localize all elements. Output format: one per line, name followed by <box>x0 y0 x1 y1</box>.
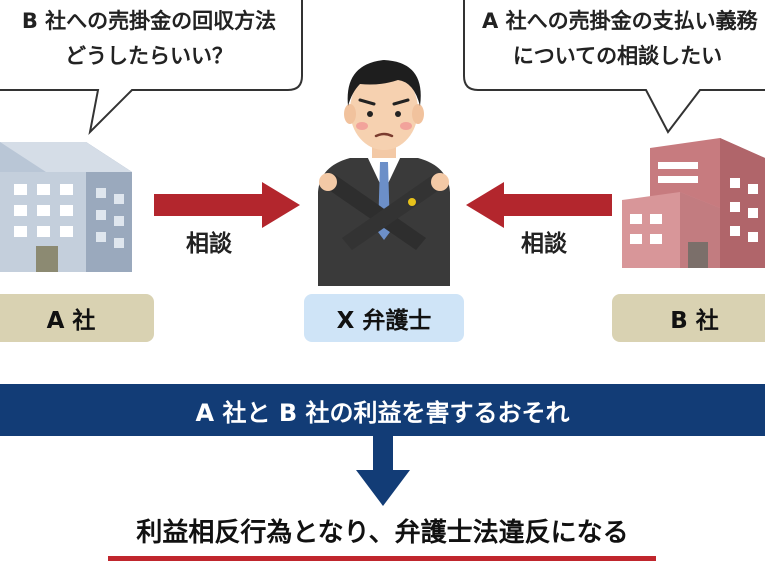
bubble-left-text: B 社への売掛金の回収方法 どうしたらいい？ <box>0 4 298 74</box>
building-b-icon <box>622 138 765 268</box>
arrow-right-to-lawyer <box>466 182 612 228</box>
conclusion-text: 利益相反行為となり、弁護士法違反になる <box>136 518 629 548</box>
conclusion-underline <box>108 556 656 561</box>
arrow-left-to-lawyer <box>154 182 300 228</box>
company-b-label: B 社 <box>612 294 765 342</box>
company-a-label: A 社 <box>0 294 154 342</box>
bubble-right-text: A 社への売掛金の支払い義務 についての相談したい <box>470 4 765 74</box>
bubble-left-line1: B 社への売掛金の回収方法 <box>21 9 277 33</box>
down-arrow-icon <box>356 436 410 506</box>
speech-bubbles <box>0 0 765 136</box>
lawyer-figure-icon <box>318 60 450 286</box>
building-a-icon <box>0 142 132 272</box>
bubble-left-line2: どうしたらいい？ <box>65 44 233 68</box>
arrow-right-label: 相談 <box>521 231 567 257</box>
bubble-right-line1: A 社への売掛金の支払い義務 <box>482 9 758 33</box>
speech-bubble-left <box>0 0 303 136</box>
conflict-banner: A 社と B 社の利益を害するおそれ <box>0 384 765 436</box>
lawyer-label: X 弁護士 <box>304 294 464 342</box>
speech-bubble-right <box>463 0 765 134</box>
bubble-right-line2: についての相談したい <box>512 44 723 68</box>
arrow-left-label: 相談 <box>186 231 232 257</box>
